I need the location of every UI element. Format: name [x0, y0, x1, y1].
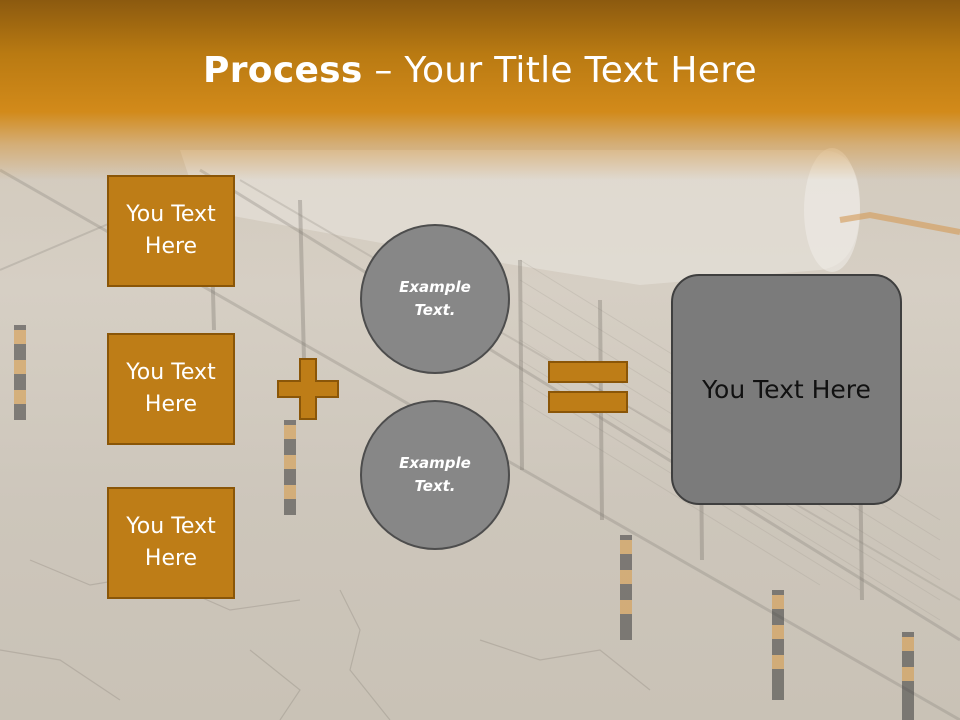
result-box[interactable]: You Text Here	[671, 274, 902, 505]
example-circle-1[interactable]: Example Text.	[360, 224, 510, 374]
slide-title[interactable]: Process – Your Title Text Here	[0, 50, 960, 91]
circle-label: Example Text.	[399, 278, 471, 319]
text-box-1[interactable]: You Text Here	[107, 175, 235, 287]
title-rest: – Your Title Text Here	[374, 50, 757, 91]
title-bold: Process	[203, 50, 363, 91]
text-box-label: You Text Here	[126, 360, 216, 417]
text-box-3[interactable]: You Text Here	[107, 487, 235, 599]
title-bar	[0, 0, 960, 180]
example-circle-2[interactable]: Example Text.	[360, 400, 510, 550]
equals-icon	[548, 361, 628, 413]
result-label: You Text Here	[702, 375, 871, 404]
plus-icon	[277, 358, 339, 420]
text-box-2[interactable]: You Text Here	[107, 333, 235, 445]
text-box-label: You Text Here	[126, 514, 216, 571]
circle-label: Example Text.	[399, 454, 471, 495]
text-box-label: You Text Here	[126, 202, 216, 259]
